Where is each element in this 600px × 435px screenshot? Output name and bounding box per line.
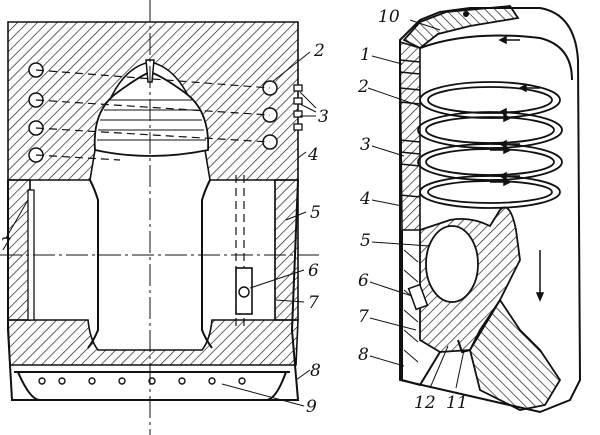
right-label-1: 1 xyxy=(360,45,371,65)
pin-bore-left-wall xyxy=(87,179,99,349)
cooling-gallery-wall xyxy=(419,34,573,81)
pin-boss-right xyxy=(274,179,299,321)
cooling-spiral xyxy=(417,81,563,209)
crown-top-part xyxy=(402,5,520,50)
left-label-4: 4 xyxy=(307,145,319,165)
pin-bore xyxy=(425,225,479,303)
right-label-6: 6 xyxy=(358,271,369,291)
skirt-left-wall xyxy=(401,230,441,387)
right-label-12: 12 xyxy=(414,393,436,413)
right-label-11: 11 xyxy=(446,393,468,413)
combustion-chamber xyxy=(93,71,209,157)
left-label-9: 9 xyxy=(306,397,317,417)
left-label-7-right: 7 xyxy=(308,293,319,313)
pin-boss-left xyxy=(7,179,31,321)
skirt-lower-band xyxy=(7,319,299,366)
right-label-2: 2 xyxy=(357,77,369,97)
left-label-3: 3 xyxy=(318,107,329,127)
ring-dashed-lines xyxy=(35,69,271,161)
left-label-5: 5 xyxy=(310,203,321,223)
right-leaders xyxy=(367,19,465,389)
right-piston-cutaway: 10 1 2 3 4 5 6 7 8 12 11 xyxy=(357,5,582,414)
groove-notches xyxy=(293,84,303,131)
chamber-hatch-lines xyxy=(97,99,206,141)
ring-band xyxy=(399,40,421,231)
skirt-bottom-edge xyxy=(17,371,287,401)
right-label-4: 4 xyxy=(359,189,371,209)
right-label-5: 5 xyxy=(360,231,371,251)
left-leaders xyxy=(5,51,317,407)
crown-hole xyxy=(463,11,469,17)
right-label-7: 7 xyxy=(358,307,369,327)
oil-nozzle xyxy=(407,283,429,311)
left-label-6: 6 xyxy=(308,261,319,281)
left-label-2: 2 xyxy=(313,41,325,61)
oil-holes xyxy=(38,377,246,385)
right-label-10: 10 xyxy=(378,7,400,27)
left-label-7-left: 7 xyxy=(0,235,11,255)
left-piston-section: 2 3 4 5 6 7 7 8 9 xyxy=(0,0,329,435)
flow-arrows xyxy=(490,35,545,302)
right-label-3: 3 xyxy=(360,135,371,155)
left-label-8: 8 xyxy=(310,361,321,381)
valve-ball xyxy=(238,286,250,298)
right-label-8: 8 xyxy=(358,345,369,365)
lower-skirt xyxy=(469,298,562,411)
pin-bore-right-wall xyxy=(201,179,213,349)
oil-channel xyxy=(457,339,471,354)
piston-skirt-outline xyxy=(7,179,300,401)
